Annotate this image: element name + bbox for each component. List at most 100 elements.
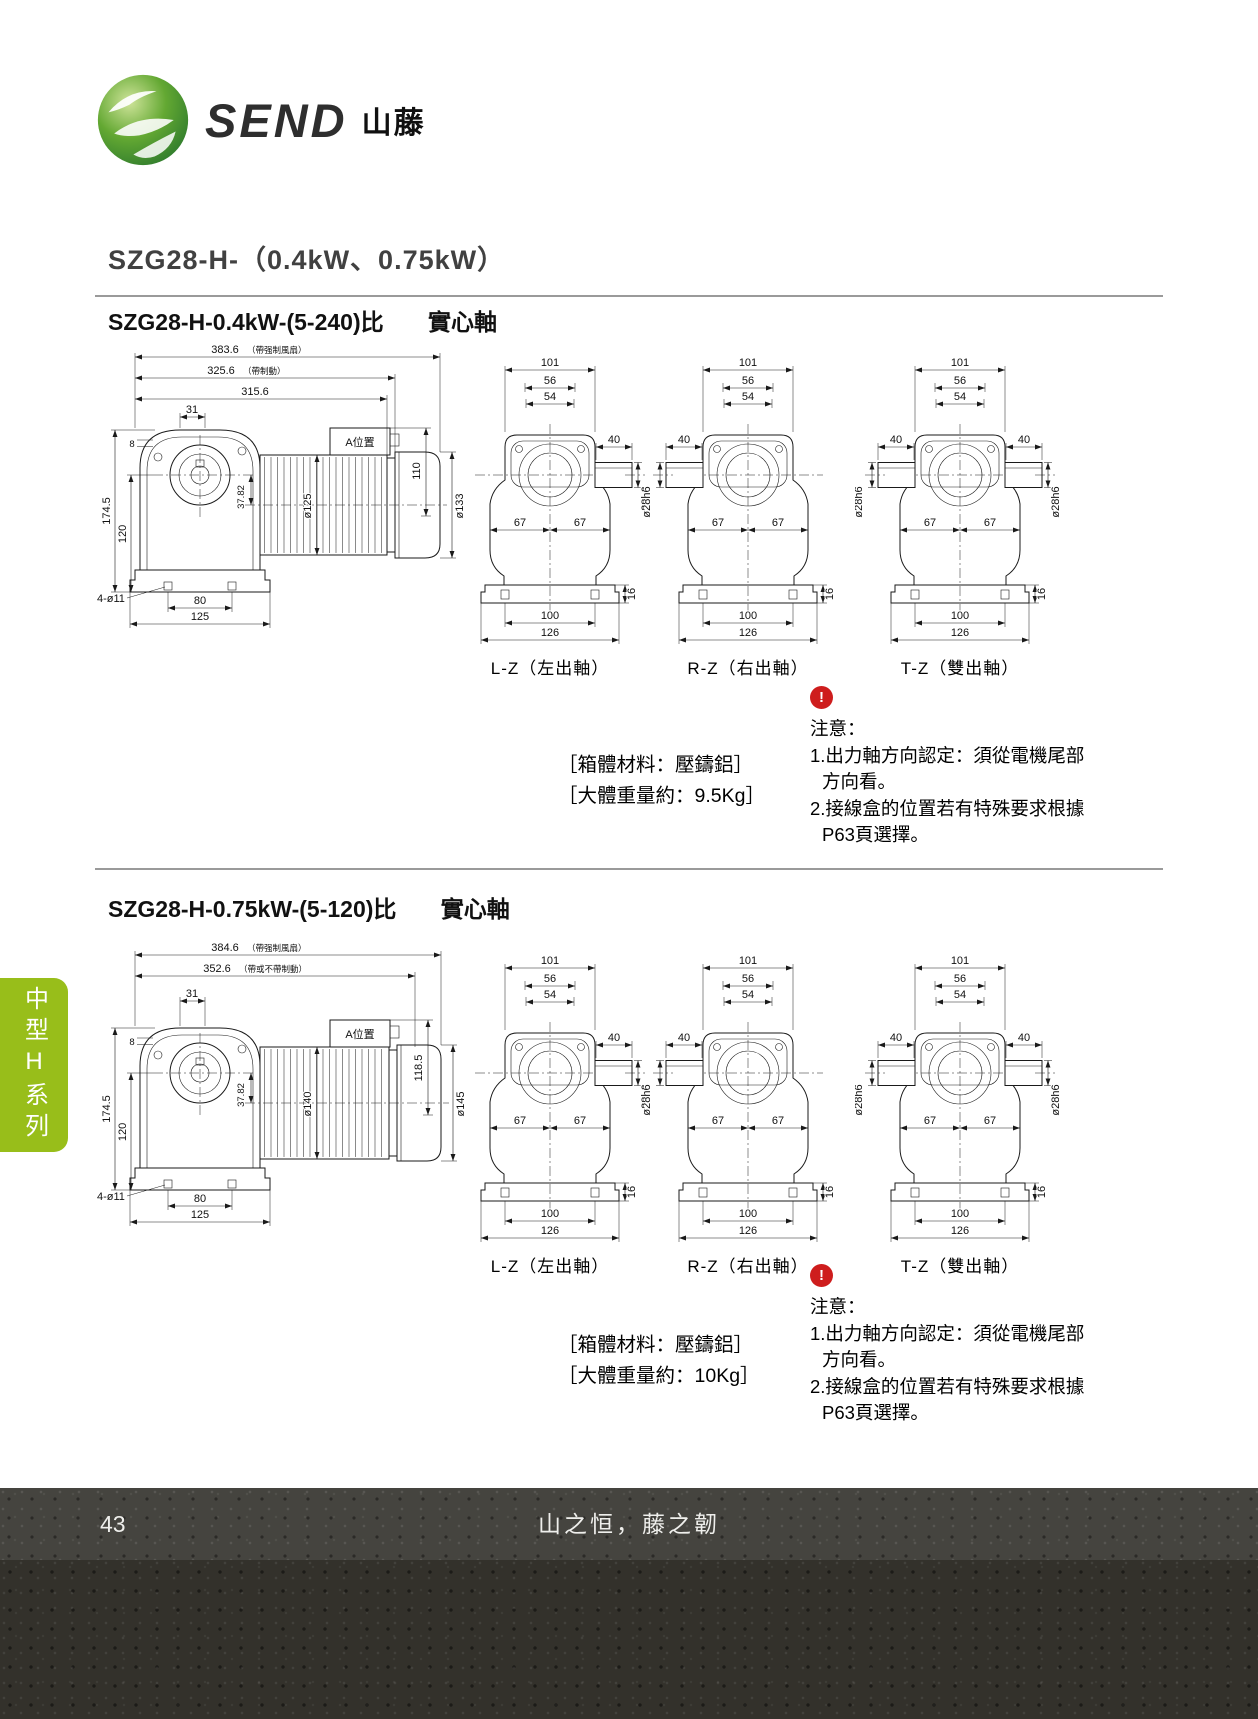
motor-body bbox=[259, 427, 441, 559]
dim-fan-dia: ø133 bbox=[454, 493, 466, 518]
brand-text: SEND bbox=[205, 93, 348, 147]
dim-brake-note: （帶制動） bbox=[243, 366, 286, 376]
view-label-rz-2: R-Z（右出軸） bbox=[687, 1257, 809, 1276]
brand-cn-text: 山藤 bbox=[361, 107, 426, 140]
section2-shaft-type: 實心軸 bbox=[440, 896, 510, 922]
warning-line-2: 方向看。 bbox=[822, 771, 897, 792]
warning-title: 注意： bbox=[810, 718, 866, 739]
dim-125: 125 bbox=[191, 1209, 209, 1221]
left-dimensions: 174.5 120 8 bbox=[100, 429, 155, 593]
side-view-075kw: A位置 384.6 （帶强制風扇） 352.6 （帶或不帶制動） 31 174.… bbox=[96, 941, 468, 1226]
dim-body-length: 315.6 bbox=[241, 386, 269, 398]
page-title: SZG28-H-（0.4kW、0.75kW） bbox=[108, 245, 506, 275]
warning-block-2: ! 注意： 1.出力軸方向認定：須從電機尾部 方向看。 2.接線盒的位置若有特殊… bbox=[810, 1264, 1150, 1427]
section-divider-1 bbox=[95, 295, 1163, 297]
side-view-04kw: A位置 383.6 （帶强制風扇） 325.6 （帶制動） 315.6 31 1… bbox=[96, 343, 467, 628]
dim-120: 120 bbox=[117, 1123, 129, 1141]
view-label-lz-1: L-Z（左出軸） bbox=[490, 659, 610, 678]
dim-174: 174.5 bbox=[101, 497, 113, 525]
page-footer: 43 山之恒，藤之韌 bbox=[0, 1488, 1258, 1719]
dim-total-note: （帶强制風扇） bbox=[247, 943, 307, 953]
dim-31: 31 bbox=[186, 404, 198, 416]
front-view-tz-1 bbox=[855, 340, 1065, 670]
brand-logo: SEND 山藤 bbox=[95, 72, 426, 168]
dim-80: 80 bbox=[194, 1193, 206, 1205]
section2-title: SZG28-H-0.75kW-(5-120)比 實心軸 bbox=[108, 890, 510, 924]
gearbox-housing bbox=[139, 1027, 261, 1168]
mounting-foot bbox=[129, 1167, 271, 1191]
dim-120: 120 bbox=[117, 525, 129, 543]
dim-foot-holes: 4-ø11 bbox=[97, 593, 125, 605]
view-label-tz-2: T-Z（雙出軸） bbox=[900, 1257, 1020, 1276]
dim-brake-length: 325.6 bbox=[207, 365, 235, 377]
view-label-tz-1: T-Z（雙出軸） bbox=[900, 659, 1020, 678]
view-label-rz-1: R-Z（右出軸） bbox=[687, 659, 809, 678]
dim-174: 174.5 bbox=[101, 1095, 113, 1123]
centerlines bbox=[153, 1033, 449, 1116]
warning-line-3: 2.接線盒的位置若有特殊要求根據 bbox=[810, 797, 1085, 819]
dim-8: 8 bbox=[129, 439, 134, 450]
dim-80: 80 bbox=[194, 595, 206, 607]
spec-notes-1: ［箱體材料：壓鑄鋁］ ［大體重量約：9.5Kg］ bbox=[558, 750, 765, 812]
terminal-box-label: A位置 bbox=[345, 1027, 374, 1041]
drawing-row-1: A位置 383.6 （帶强制風扇） 325.6 （帶制動） 315.6 31 1… bbox=[95, 340, 1165, 685]
dim-total-length: 383.6 bbox=[211, 344, 239, 356]
series-side-tab: 中型H系列 bbox=[0, 978, 68, 1152]
section2-model: SZG28-H-0.75kW-(5-120)比 bbox=[108, 896, 397, 922]
warning-line-4: P63頁選擇。 bbox=[822, 824, 929, 845]
section1-shaft-type: 實心軸 bbox=[428, 309, 497, 335]
fan-dia-dim: ø145 bbox=[441, 1044, 468, 1162]
weight-note: ［大體重量約：9.5Kg］ bbox=[558, 785, 765, 807]
mounting-foot bbox=[129, 569, 271, 593]
axis-offset-dim: 37.82 bbox=[235, 1073, 254, 1108]
dim-125: 125 bbox=[191, 611, 209, 623]
dim-motor-dia: ø140 bbox=[302, 1091, 314, 1116]
terminal-box-label: A位置 bbox=[345, 435, 374, 449]
material-note: ［箱體材料：壓鑄鋁］ bbox=[558, 1334, 754, 1356]
dim-8: 8 bbox=[129, 1037, 134, 1048]
left-dimensions: 174.5 120 8 bbox=[100, 1027, 155, 1191]
front-view-rz-2 bbox=[643, 938, 853, 1268]
box-height-dim: 110 bbox=[390, 427, 431, 517]
warning-icon: ! bbox=[810, 1264, 833, 1287]
motor-body bbox=[259, 1019, 442, 1162]
dim-box-height: 110 bbox=[411, 462, 423, 480]
dim-box-height: 118.5 bbox=[413, 1055, 425, 1082]
warning-line-2: 方向看。 bbox=[822, 1349, 897, 1370]
weight-note: ［大體重量約：10Kg］ bbox=[558, 1365, 760, 1387]
top-dimensions: 383.6 （帶强制風扇） 325.6 （帶制動） 315.6 31 bbox=[134, 343, 441, 455]
warning-line-4: P63頁選擇。 bbox=[822, 1402, 929, 1423]
dim-foot-holes: 4-ø11 bbox=[97, 1191, 125, 1203]
dim-motor-dia: ø125 bbox=[302, 493, 314, 518]
dim-total-length: 384.6 bbox=[211, 942, 239, 954]
dim-brake-note: （帶或不帶制動） bbox=[239, 964, 307, 974]
dim-brake-length: 352.6 bbox=[203, 963, 231, 975]
footer-slogan: 山之恒，藤之韌 bbox=[538, 1511, 720, 1537]
globe-icon bbox=[97, 74, 189, 166]
bottom-dimensions: 80 125 4-ø11 bbox=[96, 1184, 271, 1226]
warning-line-3: 2.接線盒的位置若有特殊要求根據 bbox=[810, 1375, 1085, 1397]
front-view-lz-1 bbox=[445, 340, 655, 670]
top-dimensions: 384.6 （帶强制風扇） 352.6 （帶或不帶制動） 31 bbox=[134, 941, 442, 1047]
front-view-rz-1 bbox=[643, 340, 853, 670]
series-side-tab-label: 中型H系列 bbox=[20, 986, 48, 1144]
box-height-dim: 118.5 bbox=[390, 1019, 433, 1116]
warning-line-1: 1.出力軸方向認定：須從電機尾部 bbox=[810, 1322, 1085, 1344]
motor-dia-dim: ø140 bbox=[301, 1047, 320, 1159]
page-number: 43 bbox=[100, 1511, 126, 1537]
footer-texture bbox=[0, 1560, 1258, 1719]
dim-total-note: （帶强制風扇） bbox=[247, 345, 307, 355]
dim-offset: 37.82 bbox=[236, 485, 247, 509]
material-note: ［箱體材料：壓鑄鋁］ bbox=[558, 754, 754, 776]
view-label-lz-2: L-Z（左出軸） bbox=[490, 1257, 610, 1276]
spec-notes-2: ［箱體材料：壓鑄鋁］ ［大體重量約：10Kg］ bbox=[558, 1330, 760, 1392]
fan-dia-dim: ø133 bbox=[440, 451, 467, 559]
bottom-dimensions: 80 125 4-ø11 bbox=[96, 586, 271, 628]
warning-icon: ! bbox=[810, 686, 833, 709]
footer-band: 43 山之恒，藤之韌 bbox=[0, 1488, 1258, 1560]
warning-line-1: 1.出力軸方向認定：須從電機尾部 bbox=[810, 744, 1085, 766]
dim-31: 31 bbox=[186, 988, 198, 1000]
section-divider-2 bbox=[95, 868, 1163, 870]
front-view-tz-2 bbox=[855, 938, 1065, 1268]
